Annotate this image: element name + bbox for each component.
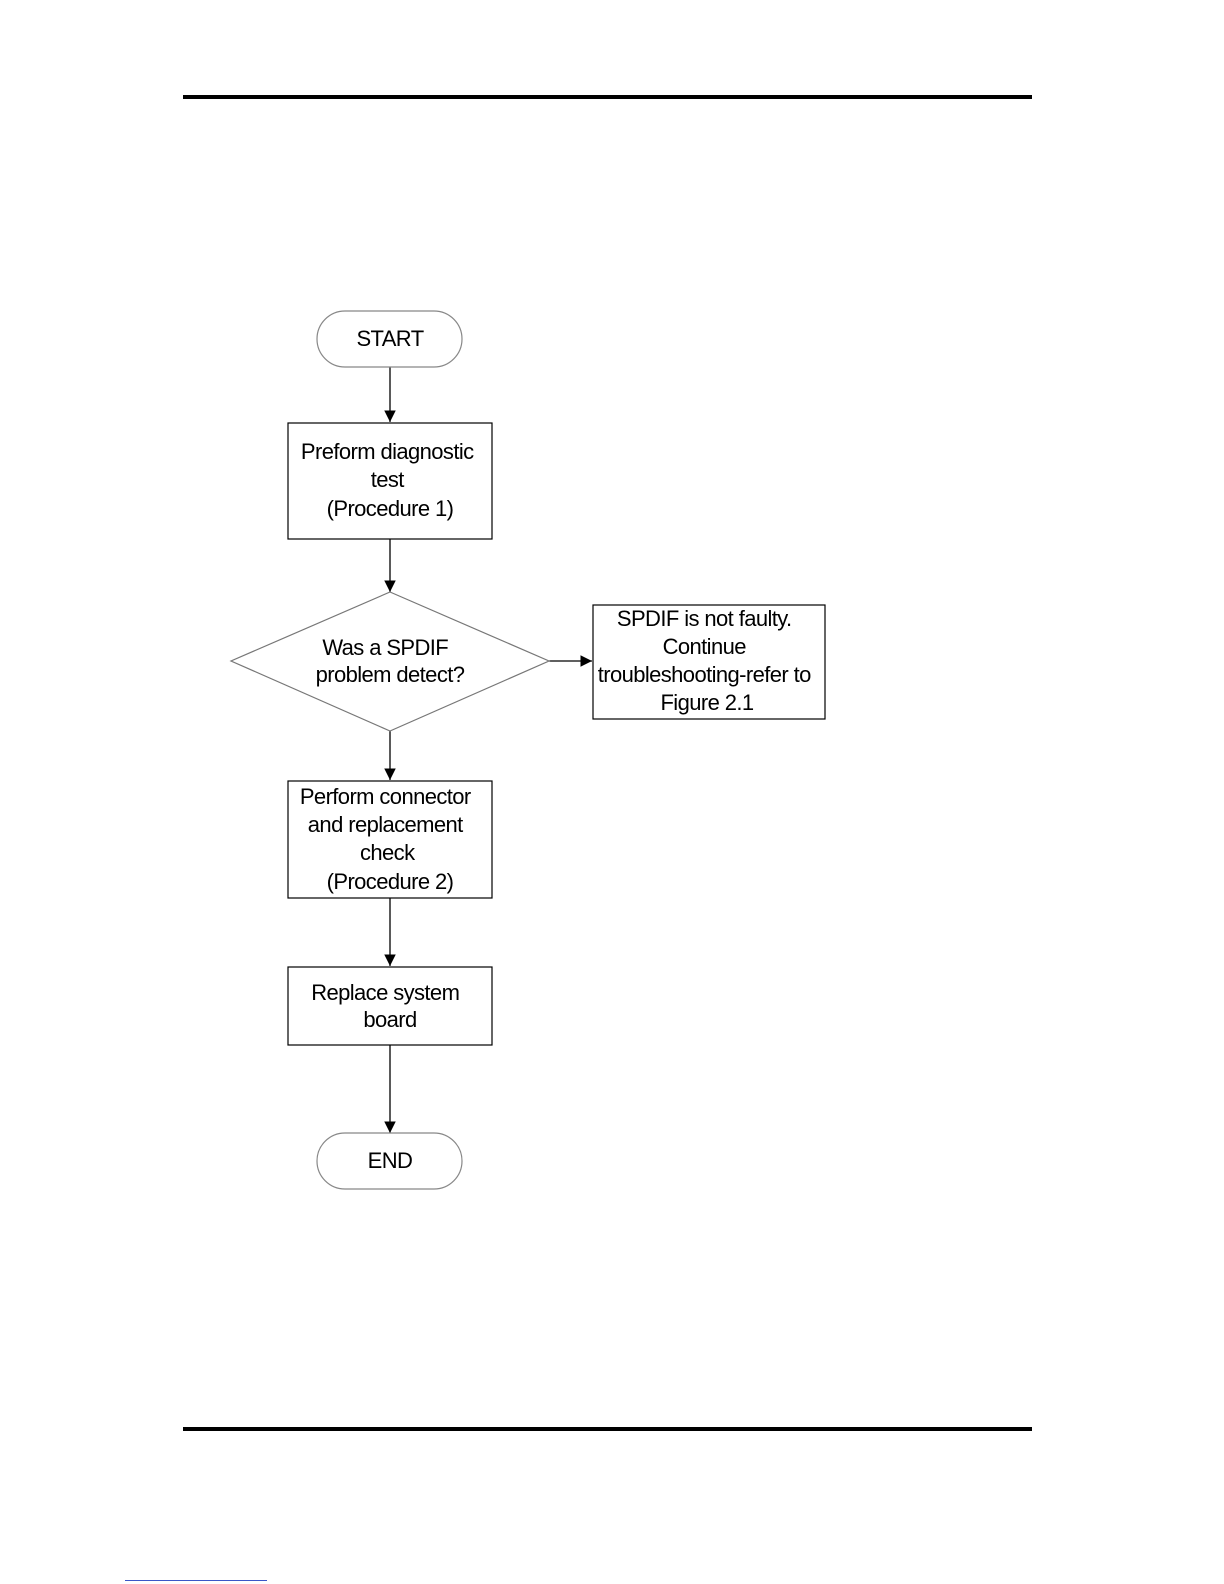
diagnostic-label-line: test: [371, 467, 405, 492]
not-faulty-label-line: SPDIF is not faulty.: [617, 606, 792, 631]
replace-label-line: Replace system: [311, 980, 459, 1005]
not-faulty-label-line: Continue: [663, 634, 747, 659]
connector-label-line: and replacement: [308, 812, 463, 837]
end-label: END: [368, 1148, 413, 1173]
decision-label-line: Was a SPDIF: [322, 635, 448, 660]
not-faulty-label-line: troubleshooting-refer to: [598, 662, 811, 687]
replace-label-line: board: [363, 1007, 416, 1032]
connector-label-line: check: [360, 840, 416, 865]
start-label: START: [356, 326, 423, 351]
start-label-line: START: [356, 326, 423, 351]
end-label-line: END: [368, 1148, 413, 1173]
replace-box: [288, 967, 492, 1045]
diagnostic-label-line: Preform diagnostic: [301, 439, 474, 464]
diagnostic-label-line: (Procedure 1): [327, 496, 454, 521]
not-faulty-label-line: Figure 2.1: [660, 690, 753, 715]
connector-label-line: (Procedure 2): [327, 869, 454, 894]
connector-label-line: Perform connector: [300, 784, 471, 809]
decision-label-line: problem detect?: [316, 662, 465, 687]
